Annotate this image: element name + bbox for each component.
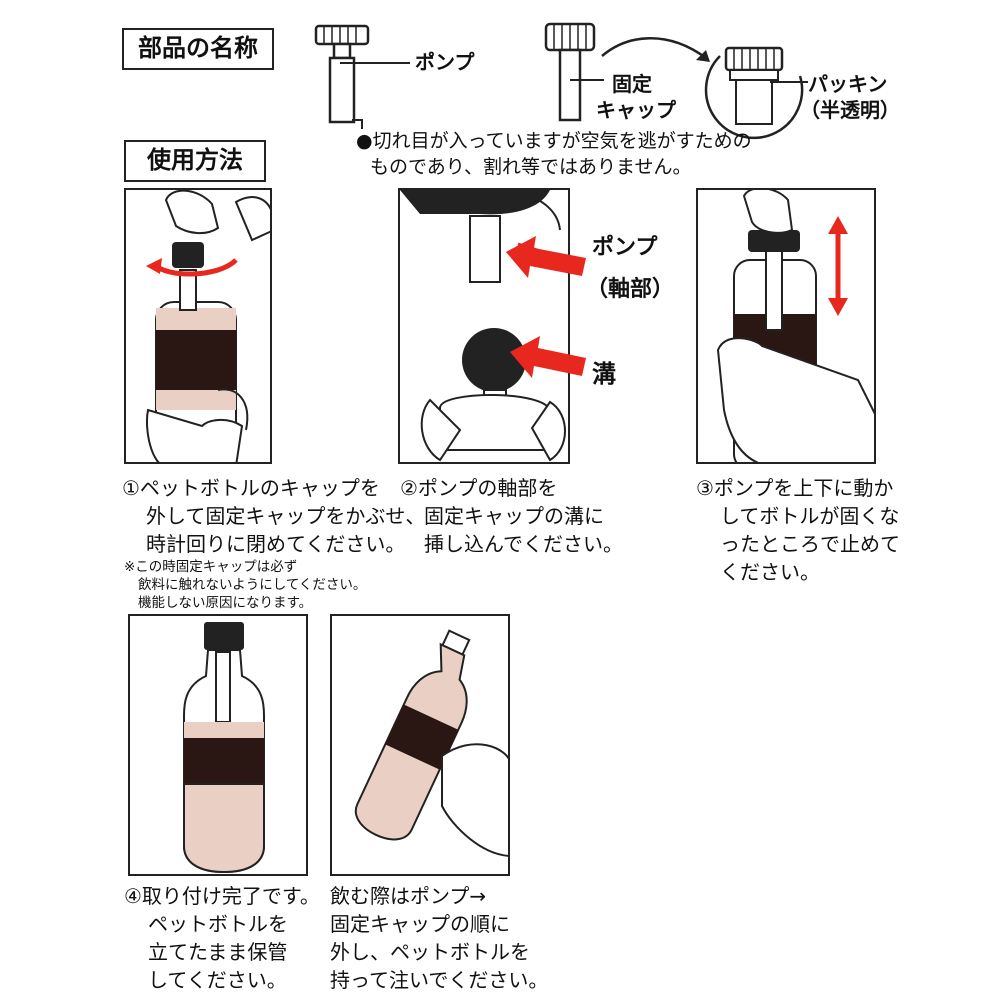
parts-note: ●切れ目が入っていますが空気を逃がすための ものであり、割れ等ではありません。 (356, 130, 752, 178)
step2-caption: ②ポンプの軸部を 固定キャップの溝に 挿し込んでください。 (400, 476, 623, 556)
packing-label-line2: （半透明） (800, 98, 900, 122)
step2-panel (398, 188, 570, 464)
step2-axis-label: （軸部） (586, 277, 675, 302)
step3-caption: ③ポンプを上下に動か してボトルが固くな ったところで止めて ください。 (696, 476, 900, 584)
red-arrow-icon (506, 236, 586, 278)
step5-caption: 飲む際はポンプ→ 固定キャップの順に 外し、ペットボトルを 持って注いでください… (330, 884, 549, 992)
step3-panel (696, 188, 876, 464)
step2-pump-label: ポンプ (592, 235, 658, 260)
packing-icon (704, 46, 804, 140)
step2-groove-label: 溝 (592, 360, 616, 388)
packing-leader-line (770, 81, 808, 83)
cap-label-line2: キャップ (596, 98, 676, 122)
pump-icon (314, 24, 370, 124)
red-arrow-icon (510, 336, 586, 378)
pump-label: ポンプ (415, 50, 475, 74)
packing-label-line1: パッキン (808, 72, 888, 96)
step4-caption: ④取り付け完了です。 ペットボトルを 立てたまま保管 してください。 (124, 884, 320, 992)
curved-arrow-icon (601, 37, 710, 62)
step5-panel (330, 614, 510, 876)
parts-heading: 部品の名称 (122, 28, 274, 70)
pump-leader-line (340, 62, 410, 129)
step1-note: ※この時固定キャップは必ず 飲料に触れないようにしてください。 機能しない原因に… (124, 559, 367, 611)
step1-panel (124, 188, 272, 464)
usage-heading: 使用方法 (124, 140, 266, 182)
step4-panel (128, 614, 308, 876)
up-down-arrow-icon (828, 216, 848, 316)
cap-label-line1: 固定 (612, 72, 652, 96)
cap-icon (544, 22, 596, 122)
cap-leader-line (570, 79, 604, 81)
step1-caption: ①ペットボトルのキャップを 外して固定キャップをかぶせ、 時計回りに閉めてくださ… (122, 476, 426, 556)
